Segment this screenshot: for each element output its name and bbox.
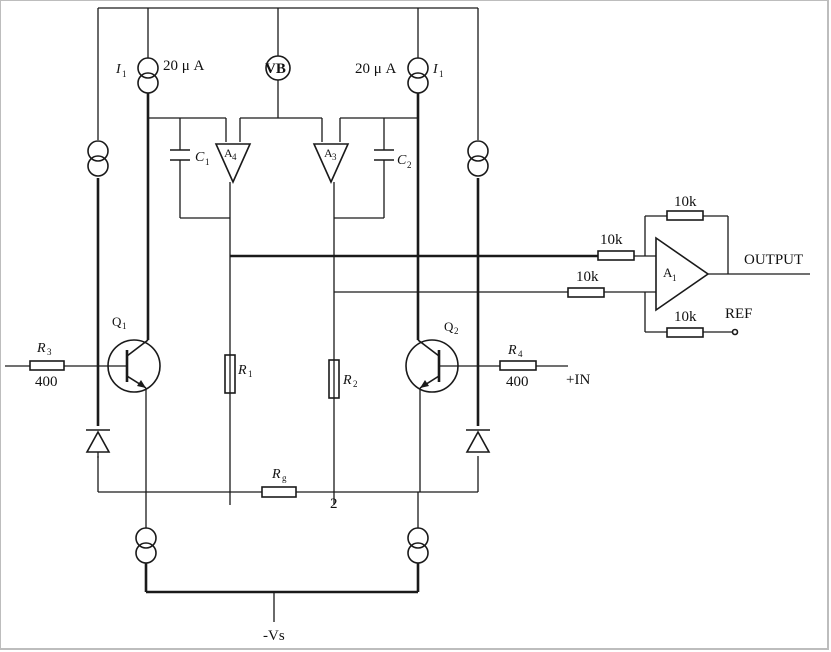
r3-value: 400 [35, 374, 58, 390]
c2-label: C [397, 153, 407, 168]
transistor-q2 [405, 339, 459, 492]
resistor-10k-feedback [666, 210, 704, 221]
resistor-10k-input-minus [597, 250, 635, 261]
buffer-a3 [312, 143, 350, 184]
buffer-a4-network [148, 117, 230, 219]
i1-right-label: I [432, 62, 439, 77]
a1-label: A [663, 265, 673, 280]
c1-sub: 1 [205, 157, 210, 167]
resistor-10k-ref [666, 327, 704, 338]
resistor-rg [261, 486, 297, 498]
ref-terminal [731, 328, 739, 336]
vb-source [239, 8, 323, 142]
i1-right-sub: 1 [439, 69, 444, 79]
c1-label: C [195, 150, 205, 165]
input-r3 [5, 360, 127, 371]
r3-sub: 3 [47, 347, 52, 357]
buffer-a4 [214, 143, 252, 184]
i1-left-value: 20 μ A [163, 58, 205, 74]
right-rail-current-source [467, 140, 489, 177]
r4-value: 400 [506, 374, 529, 390]
left-rail-current-source [87, 140, 109, 177]
rg-sub: g [282, 473, 287, 483]
resistor-r2 [328, 359, 340, 399]
r4-label: R [507, 343, 517, 358]
input-r4 [439, 360, 568, 371]
q2-label: Q [444, 319, 454, 334]
q2-sub: 2 [454, 326, 459, 336]
r2-sub: 2 [353, 379, 358, 389]
a3-sub: 3 [332, 152, 337, 162]
current-source-i1-right [407, 8, 429, 340]
q1-sub: 1 [122, 321, 127, 331]
r1-sub: 1 [248, 369, 253, 379]
output-label: OUTPUT [744, 252, 803, 268]
res-10k-minus-label: 10k [600, 232, 623, 248]
a3-label: A [324, 146, 333, 160]
right-diode [465, 429, 491, 453]
capacitor-c2 [374, 149, 394, 178]
a4-sub: 4 [232, 152, 237, 162]
a4-label: A [224, 146, 233, 160]
capacitor-c1 [170, 149, 190, 178]
rg-label: R [271, 467, 281, 482]
resistor-10k-input-plus [567, 287, 605, 298]
res-10k-ref-label: 10k [674, 309, 697, 325]
current-source-i1-left [137, 8, 159, 340]
r4-sub: 4 [518, 349, 523, 359]
q1-label: Q [112, 314, 122, 329]
i1-left-sub: 1 [122, 69, 127, 79]
resistor-r1 [224, 354, 236, 394]
r1-label: R [237, 363, 247, 378]
lower-current-sources [135, 492, 429, 622]
left-diode [85, 429, 111, 458]
a1-sub: 1 [672, 273, 677, 283]
ref-label: REF [725, 306, 753, 322]
res-10k-plus-label: 10k [576, 269, 599, 285]
top-rail [97, 7, 479, 140]
transistor-q1 [107, 339, 161, 492]
r2-label: R [342, 373, 352, 388]
plus-in-label: +IN [566, 372, 590, 388]
buffer-a3-network [334, 117, 418, 219]
i1-right-value: 20 μ A [355, 61, 397, 77]
op-amp-a1 [655, 236, 710, 312]
res-10k-feedback-label: 10k [674, 194, 697, 210]
node-2-label: 2 [330, 496, 338, 512]
c2-sub: 2 [407, 160, 412, 170]
i1-left-label: I [115, 62, 122, 77]
r3-label: R [36, 341, 46, 356]
output-stage-wiring [230, 215, 810, 333]
minus-vs-label: -Vs [263, 628, 285, 644]
vb-label: VB [265, 61, 286, 77]
